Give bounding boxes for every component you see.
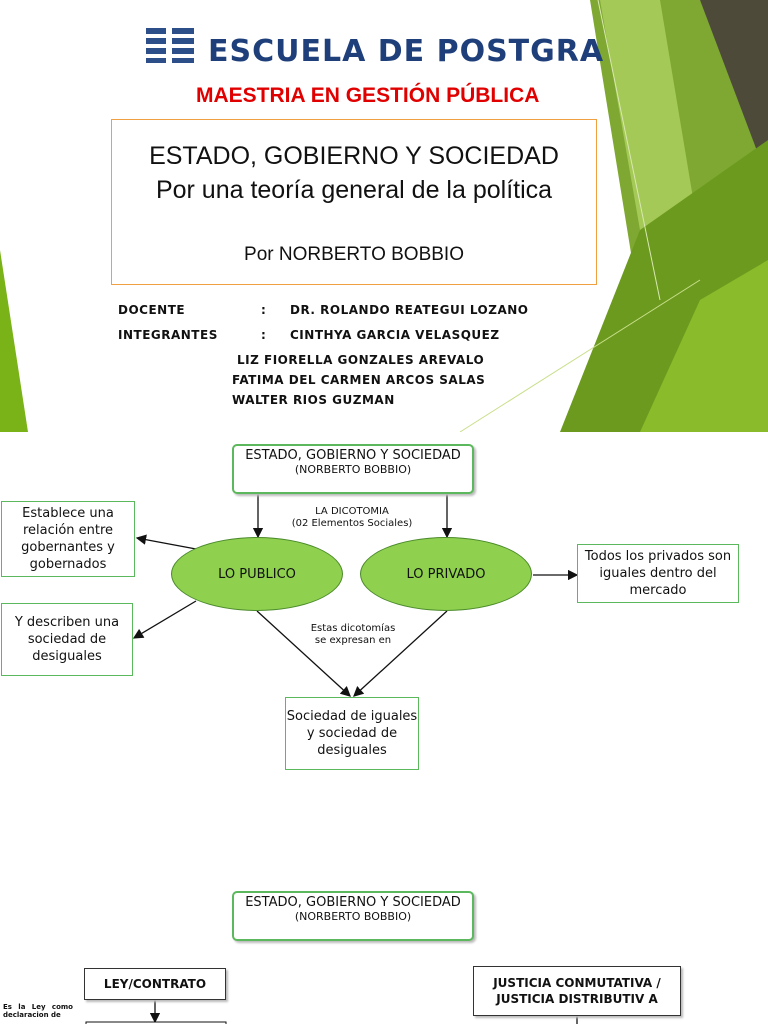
dicotomia-label: LA DICOTOMIA (02 Elementos Sociales) <box>291 506 413 529</box>
integrantes-colon: : <box>261 328 267 342</box>
author-line: Por NORBERTO BOBBIO <box>244 244 464 265</box>
arrow-publico-to-left2 <box>132 600 197 639</box>
slide3-header-box: ESTADO, GOBIERNO Y SOCIEDAD (NORBERTO BO… <box>232 891 474 941</box>
lo-publico-node: LO PUBLICO <box>171 537 343 611</box>
diagram-header-sub: (NORBERTO BOBBIO) <box>294 463 412 476</box>
arrow-privado-to-bottom <box>353 610 448 697</box>
slide-background-art <box>0 0 768 432</box>
main-title: ESTADO, GOBIERNO Y SOCIEDAD <box>149 142 559 170</box>
thin-accent-line-2 <box>597 0 661 301</box>
sociedad-desiguales-box: Y describen una sociedad de desiguales <box>1 603 133 676</box>
privados-iguales-box: Todos los privados son iguales dentro de… <box>577 544 739 603</box>
integrantes-label: INTEGRANTES <box>118 328 218 342</box>
docente-label: DOCENTE <box>118 303 186 317</box>
right-bright-panel <box>640 260 768 432</box>
program-title: MAESTRIA EN GESTIÓN PÚBLICA <box>196 84 540 107</box>
diagram-header-title: ESTADO, GOBIERNO Y SOCIEDAD <box>245 448 461 463</box>
arrow-publico-to-bottom <box>256 610 351 697</box>
title-slide: ESCUELA DE POSTGRA MAESTRIA EN GESTIÓN P… <box>0 0 768 432</box>
partial-box-bottom <box>85 1021 227 1024</box>
arrow-publico-to-left1 <box>135 534 197 550</box>
diagram-header-box: ESTADO, GOBIERNO Y SOCIEDAD (NORBERTO BO… <box>232 444 474 494</box>
integrante-2: LIZ FIORELLA GONZALES AREVALO <box>237 353 485 367</box>
docente-colon: : <box>261 303 267 317</box>
slide3-connectors <box>85 1000 578 1024</box>
sociedad-iguales-box: Sociedad de iguales y sociedad de desigu… <box>285 697 419 770</box>
logo-icon <box>146 28 194 63</box>
title-box: ESTADO, GOBIERNO Y SOCIEDAD Por una teor… <box>111 119 597 285</box>
ley-note-text: Es la Ley como declaracion de <box>3 1003 73 1019</box>
lo-privado-node: LO PRIVADO <box>360 537 532 611</box>
gobernantes-box: Establece una relación entre gobernantes… <box>1 501 135 577</box>
slide3-header-sub: (NORBERTO BOBBIO) <box>294 910 412 923</box>
thin-accent-line <box>459 279 701 432</box>
integrante-3: FATIMA DEL CARMEN ARCOS SALAS <box>232 373 486 387</box>
justicia-box: JUSTICIA CONMUTATIVA / JUSTICIA DISTRIBU… <box>473 966 681 1016</box>
integrante-1: CINTHYA GARCIA VELASQUEZ <box>290 328 500 342</box>
diagram-connectors <box>132 493 579 697</box>
ley-contrato-box: LEY/CONTRATO <box>84 968 226 1000</box>
slide3-header-title: ESTADO, GOBIERNO Y SOCIEDAD <box>245 895 461 910</box>
main-subtitle: Por una teoría general de la política <box>155 176 553 204</box>
integrante-4: WALTER RIOS GUZMAN <box>232 393 395 407</box>
left-green-shape <box>0 250 28 432</box>
school-logo-text: ESCUELA DE POSTGRA <box>208 34 605 69</box>
expresan-label: Estas dicotomías se expresan en <box>310 623 396 646</box>
docente-name: DR. ROLANDO REATEGUI LOZANO <box>290 303 529 317</box>
